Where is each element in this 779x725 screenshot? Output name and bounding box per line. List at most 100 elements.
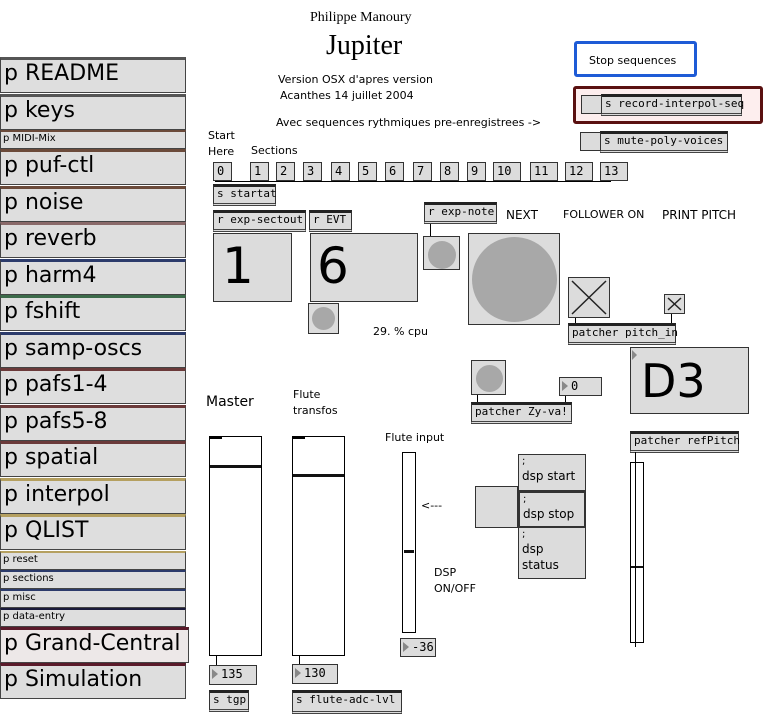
sidebar-item-misc[interactable]: p misc	[0, 588, 186, 608]
pitch-value: D3	[641, 354, 706, 408]
startat-send[interactable]: s startat	[213, 184, 277, 206]
section-button-11[interactable]: 11	[530, 162, 558, 181]
follower-on-label: FOLLOWER ON	[563, 208, 645, 221]
master-slider[interactable]	[209, 436, 262, 656]
zyva-bang[interactable]	[471, 360, 506, 395]
event-bang[interactable]	[308, 303, 339, 334]
section-button-7[interactable]: 7	[413, 162, 432, 181]
sidebar-item-sections[interactable]: p sections	[0, 569, 186, 589]
sidebar-item-noise[interactable]: p noise	[0, 185, 186, 222]
dsp-stop-line-1: ;	[523, 494, 527, 505]
patcher-zyva[interactable]: patcher Zy-va!	[471, 402, 572, 424]
section-button-8[interactable]: 8	[440, 162, 459, 181]
dsp-start-message[interactable]: ; dsp start	[518, 454, 586, 491]
transfos-number[interactable]: 130	[292, 664, 338, 684]
follower-on-toggle[interactable]	[568, 277, 610, 318]
sidebar-item-pafs1-4[interactable]: p pafs1-4	[0, 368, 186, 404]
section-button-10[interactable]: 10	[493, 162, 521, 181]
dsp-status-line-1: ;	[522, 529, 526, 540]
dsp-toggle[interactable]	[475, 486, 518, 528]
section-number-display: 1	[213, 233, 292, 302]
sidebar-item-midi-mix[interactable]: p MIDI-Mix	[0, 130, 186, 149]
stop-sequences-label: Stop sequences	[589, 54, 677, 67]
dsp-label-2: ON/OFF	[434, 582, 476, 595]
sections-label: Sections	[251, 144, 298, 157]
stop-sequences-button[interactable]: Stop sequences	[574, 41, 697, 77]
zyva-number[interactable]: 0	[559, 377, 602, 396]
master-wire	[216, 655, 217, 667]
section-bus-wire	[215, 181, 611, 182]
section-button-6[interactable]: 6	[385, 162, 404, 181]
sidebar-item-readme[interactable]: p README	[0, 57, 186, 93]
section-button-2[interactable]: 2	[276, 162, 295, 181]
sidebar-item-grand-central[interactable]: p Grand-Central	[0, 626, 189, 663]
record-interpol-send[interactable]: s record-interpol-seq	[601, 94, 744, 116]
flute-input-slider[interactable]	[402, 452, 416, 633]
flute-adc-send[interactable]: s flute-adc-lvl	[292, 690, 402, 714]
follower-x-icon	[571, 280, 607, 315]
section-button-0[interactable]: 0	[213, 162, 232, 181]
sidebar-item-harm4[interactable]: p harm4	[0, 258, 186, 295]
sidebar-item-samp-oscs[interactable]: p samp-oscs	[0, 331, 186, 368]
sidebar-item-simulation[interactable]: p Simulation	[0, 663, 186, 699]
flute-transfos-label-2: transfos	[293, 404, 338, 417]
flute-input-label: Flute input	[385, 431, 445, 444]
sidebar-item-data-entry[interactable]: p data-entry	[0, 607, 186, 627]
section-button-5[interactable]: 5	[358, 162, 377, 181]
next-bang-led	[472, 237, 557, 322]
master-number[interactable]: 135	[209, 665, 257, 685]
mute-poly-toggle[interactable]	[580, 132, 602, 151]
here-label: Here	[208, 145, 235, 158]
composer-name: Philippe Manoury	[310, 10, 412, 25]
flute-input-number[interactable]: -36	[400, 638, 436, 657]
section-button-13[interactable]: 13	[600, 162, 628, 181]
note-bang[interactable]	[423, 236, 460, 270]
sidebar-item-interpol[interactable]: p interpol	[0, 477, 186, 514]
sequences-note: Avec sequences rythmiques pre-enregistre…	[276, 116, 542, 129]
piece-title: Jupiter	[326, 30, 403, 61]
section-number: 1	[222, 237, 254, 295]
dsp-stop-line-2: dsp stop	[523, 507, 575, 521]
transfos-wire	[299, 655, 300, 665]
section-button-9[interactable]: 9	[467, 162, 486, 181]
sidebar-item-fshift[interactable]: p fshift	[0, 295, 186, 331]
print-wire	[671, 314, 672, 324]
print-pitch-toggle[interactable]	[664, 294, 685, 314]
patcher-refpitch[interactable]: patcher refPitch	[630, 431, 740, 453]
arrow-label: <---	[421, 499, 443, 512]
dsp-status-line-3: status	[522, 558, 559, 572]
dsp-start-line-2: dsp start	[522, 469, 576, 483]
exp-sectout-receive[interactable]: r exp-sectout	[213, 210, 306, 232]
flute-transfos-slider[interactable]	[292, 436, 345, 656]
evt-receive[interactable]: r EVT	[309, 210, 352, 232]
section-button-1[interactable]: 1	[250, 162, 269, 181]
section-button-4[interactable]: 4	[331, 162, 350, 181]
dsp-status-line-2: dsp	[522, 542, 544, 556]
sidebar-item-spatial[interactable]: p spatial	[0, 441, 186, 477]
refpitch-slider[interactable]	[630, 462, 644, 643]
note-wire	[430, 224, 431, 238]
sidebar-item-pafs5-8[interactable]: p pafs5-8	[0, 404, 186, 441]
exp-note-receive[interactable]: r exp-note	[424, 202, 497, 224]
record-interpol-toggle[interactable]	[581, 95, 603, 114]
dsp-label-1: DSP	[434, 566, 457, 579]
next-bang[interactable]	[468, 233, 560, 325]
dsp-stop-message[interactable]: ; dsp stop	[518, 491, 586, 528]
tgp-send[interactable]: s tgp	[209, 690, 249, 712]
sidebar-item-puf-ctl[interactable]: p puf-ctl	[0, 149, 186, 185]
start-label: Start	[208, 129, 235, 142]
mute-poly-send[interactable]: s mute-poly-voices	[600, 131, 728, 153]
next-label: NEXT	[506, 208, 538, 222]
section-button-3[interactable]: 3	[303, 162, 322, 181]
sidebar-item-reset[interactable]: p reset	[0, 550, 186, 570]
sidebar-item-keys[interactable]: p keys	[0, 93, 186, 130]
record-interpol-frame: s record-interpol-seq	[573, 86, 763, 124]
zyva-wire-2	[565, 396, 566, 405]
section-button-12[interactable]: 12	[565, 162, 593, 181]
patcher-pitch-in[interactable]: patcher pitch_in	[568, 323, 678, 345]
flute-input-slider-knob	[404, 550, 414, 553]
sidebar-item-qlist[interactable]: p QLIST	[0, 514, 186, 550]
transfos-slider-marker	[293, 437, 305, 439]
sidebar-item-reverb[interactable]: p reverb	[0, 222, 186, 258]
dsp-status-message[interactable]: ; dsp status	[518, 527, 586, 579]
